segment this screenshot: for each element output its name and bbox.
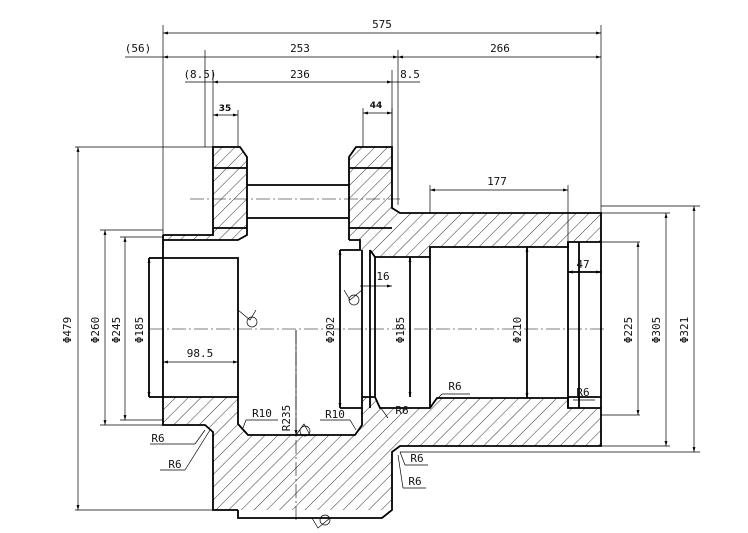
dim-left-flange: 35 [219, 104, 232, 114]
surface-finish-icon [343, 289, 363, 306]
radius-r6-bottom-upper: R6 [410, 452, 423, 465]
hatch-lower-left [163, 397, 601, 510]
dim-step-47: 47 [576, 258, 589, 271]
radius-r10-left: R10 [252, 407, 272, 420]
dim-left-bore-depth: 98.5 [187, 347, 214, 360]
dim-dia-185-left: Φ185 [133, 317, 146, 344]
hatch-upper-left-flange [163, 147, 247, 240]
radius-r10-right: R10 [325, 408, 345, 421]
dim-left-ref: (56) [125, 42, 152, 55]
dimension-lines [75, 25, 700, 511]
dim-r-235: R235 [280, 405, 293, 432]
dim-overall-length: 575 [372, 18, 392, 31]
dimension-labels: 575 (56) 253 266 (8.5) 236 8.5 35 44 177… [61, 18, 691, 431]
dim-right-flange: 44 [370, 101, 383, 111]
radius-r6-bore: R6 [448, 380, 461, 393]
radius-r6-right: R6 [576, 386, 589, 399]
surface-finish-icon [311, 514, 331, 529]
dim-right-bore-length: 177 [487, 175, 507, 188]
dim-dia-202: Φ202 [324, 317, 337, 344]
hatch-upper-right-flange [349, 147, 601, 257]
radius-r6-left-upper: R6 [151, 432, 164, 445]
radius-labels: R10 R10 R6 R6 R6 R6 R6 R6 R6 [151, 380, 589, 488]
surface-finish-symbols [237, 289, 363, 529]
dim-right-offset: 8.5 [400, 68, 420, 81]
surface-finish-icon [295, 423, 311, 437]
dim-inner-span: 236 [290, 68, 310, 81]
dim-left-part: 253 [290, 42, 310, 55]
dim-dia-260: Φ260 [89, 317, 102, 344]
radius-r6-bottom-lower: R6 [408, 475, 421, 488]
dim-flange-ref: (8.5) [183, 68, 216, 81]
dim-dia-245: Φ245 [110, 317, 123, 344]
dim-step-16: 16 [376, 270, 389, 283]
dim-dia-305: Φ305 [650, 317, 663, 344]
dim-dia-185-mid: Φ185 [394, 317, 407, 344]
dim-dia-479: Φ479 [61, 317, 74, 344]
part-section [163, 147, 601, 510]
surface-finish-icon [237, 309, 258, 328]
dim-right-part: 266 [490, 42, 510, 55]
dim-dia-225: Φ225 [622, 317, 635, 344]
radius-r6-left-lower: R6 [168, 458, 181, 471]
dim-dia-210: Φ210 [511, 317, 524, 344]
dim-dia-321: Φ321 [678, 317, 691, 344]
radius-r6-mid: R6 [395, 404, 408, 417]
